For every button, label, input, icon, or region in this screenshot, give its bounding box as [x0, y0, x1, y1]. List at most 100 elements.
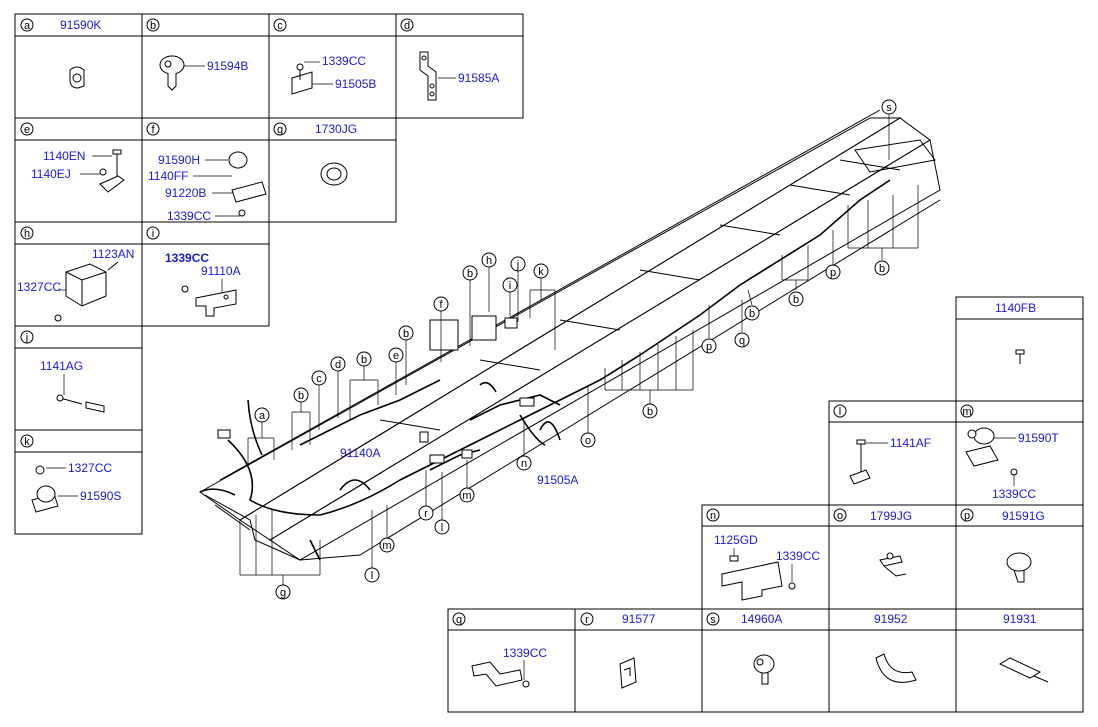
- callout-letter: p: [830, 267, 836, 279]
- callout-letter: j: [516, 259, 519, 271]
- callout-b[interactable]: b: [356, 351, 372, 367]
- callout-e[interactable]: e: [388, 347, 404, 363]
- callout-letter: b: [403, 328, 409, 340]
- part-number-91590K[interactable]: 91590K: [60, 18, 101, 32]
- part-number-91590H[interactable]: 91590H: [158, 153, 200, 167]
- panel-letter: r: [585, 614, 589, 626]
- callout-r[interactable]: r: [418, 505, 434, 521]
- panel-letter: c: [277, 20, 283, 32]
- panel-k: k 1327CC 91590S: [14, 429, 143, 535]
- part-number-1125GD[interactable]: 1125GD: [714, 533, 758, 547]
- callout-j[interactable]: j: [510, 256, 526, 272]
- part-number-91110A[interactable]: 91110A: [201, 264, 241, 278]
- callout-i[interactable]: i: [502, 277, 518, 293]
- part-number-1140EN[interactable]: 1140EN: [43, 149, 85, 163]
- callout-o[interactable]: o: [580, 432, 596, 448]
- callout-b[interactable]: b: [642, 403, 658, 419]
- panel-s: s 14960A: [701, 608, 830, 713]
- callout-letter: b: [361, 354, 367, 366]
- callout-b[interactable]: b: [744, 305, 760, 321]
- part-number-1799JG[interactable]: 1799JG: [870, 509, 912, 523]
- callout-c[interactable]: c: [311, 370, 327, 386]
- part-number-91140A[interactable]: 91140A: [340, 446, 380, 460]
- callout-a[interactable]: a: [254, 407, 270, 423]
- part-number-1327CC[interactable]: 1327CC: [17, 280, 61, 294]
- callout-b[interactable]: b: [788, 291, 804, 307]
- part-number-1339CC[interactable]: 1339CC: [503, 646, 547, 660]
- part-number-1123AN[interactable]: 1123AN: [92, 247, 134, 261]
- callout-p[interactable]: p: [825, 264, 841, 280]
- part-number-91591G[interactable]: 91591G: [1002, 509, 1045, 523]
- callout-g[interactable]: g: [275, 584, 291, 600]
- callout-letter: k: [538, 266, 544, 278]
- callout-p[interactable]: p: [701, 338, 717, 354]
- part-number-91577[interactable]: 91577: [622, 612, 656, 626]
- retainer-clip-icon: [619, 657, 637, 689]
- panel-g: g 1730JG: [268, 117, 397, 223]
- part-number-91952[interactable]: 91952: [874, 612, 908, 626]
- part-number-1141AF[interactable]: 1141AF: [890, 436, 931, 450]
- part-number-91590S[interactable]: 91590S: [80, 489, 121, 503]
- callout-letter: q: [739, 335, 745, 347]
- part-number-1141AG[interactable]: 1141AG: [40, 359, 83, 373]
- panel-d: d 91585A: [395, 13, 524, 119]
- callout-letter: b: [879, 263, 885, 275]
- part-number-1339CC[interactable]: 1339CC: [776, 549, 820, 563]
- panel-letter: b: [150, 20, 156, 32]
- part-number-1140FF[interactable]: 1140FF: [148, 169, 188, 183]
- part-number-1140EJ[interactable]: 1140EJ: [31, 167, 71, 181]
- callout-letter: p: [706, 341, 712, 353]
- band-clamp-icon: [1006, 552, 1032, 583]
- part-number-91505A[interactable]: 91505A: [537, 473, 578, 487]
- callout-b[interactable]: b: [398, 325, 414, 341]
- callout-l[interactable]: l: [434, 519, 450, 535]
- callout-n[interactable]: n: [516, 455, 532, 471]
- callout-d[interactable]: d: [330, 356, 346, 372]
- clamp-bracket-icon: [228, 151, 267, 217]
- panel-letter: n: [710, 510, 716, 522]
- callout-b[interactable]: b: [293, 387, 309, 403]
- part-number-1140FB[interactable]: 1140FB: [995, 301, 1036, 315]
- panel-l: l 1141AF: [828, 400, 957, 506]
- part-number-91594B[interactable]: 91594B: [207, 59, 248, 73]
- callout-l[interactable]: l: [364, 567, 380, 583]
- part-number-1339CC[interactable]: 1339CC: [322, 54, 366, 68]
- callout-letter: b: [467, 268, 473, 280]
- callout-letter: r: [424, 508, 428, 520]
- grommet-icon: [320, 162, 348, 186]
- callout-b[interactable]: b: [874, 260, 890, 276]
- part-number-91931[interactable]: 91931: [1003, 612, 1037, 626]
- part-number-91590T[interactable]: 91590T: [1018, 431, 1059, 445]
- callout-s[interactable]: s: [881, 99, 897, 115]
- part-number-91220B[interactable]: 91220B: [165, 186, 206, 200]
- part-number-1730JG[interactable]: 1730JG: [315, 122, 357, 136]
- callout-letter: o: [585, 435, 591, 447]
- callout-letter: a: [259, 410, 266, 422]
- part-number-91505B[interactable]: 91505B: [335, 77, 376, 91]
- callout-b[interactable]: b: [462, 265, 478, 281]
- part-number-1339CC[interactable]: 1339CC: [165, 251, 209, 265]
- callout-k[interactable]: k: [533, 263, 549, 279]
- part-number-14960A[interactable]: 14960A: [741, 612, 782, 626]
- callout-q[interactable]: q: [734, 332, 750, 348]
- clamp-nut-icon: [31, 465, 59, 513]
- panel-letter: m: [962, 406, 971, 418]
- callout-letter: b: [749, 308, 755, 320]
- callout-m[interactable]: m: [379, 537, 395, 553]
- panel-1140fb: 1140FB: [955, 296, 1084, 402]
- part-number-1339CC[interactable]: 1339CC: [167, 209, 211, 223]
- part-number-1339CC[interactable]: 1339CC: [992, 487, 1036, 501]
- callout-h[interactable]: h: [481, 252, 497, 268]
- callout-letter: h: [486, 255, 492, 267]
- panel-91931: 91931: [955, 608, 1084, 713]
- panel-e: e 1140EN 1140EJ: [14, 117, 143, 223]
- part-number-91585A[interactable]: 91585A: [458, 71, 499, 85]
- callout-f[interactable]: f: [433, 296, 449, 312]
- panel-91952: 91952: [828, 608, 957, 713]
- callout-m[interactable]: m: [459, 487, 475, 503]
- offset-bracket-icon: [471, 661, 530, 688]
- callout-letter: m: [382, 540, 391, 552]
- callout-leaders: [239, 113, 919, 585]
- part-number-1327CC[interactable]: 1327CC: [68, 461, 112, 475]
